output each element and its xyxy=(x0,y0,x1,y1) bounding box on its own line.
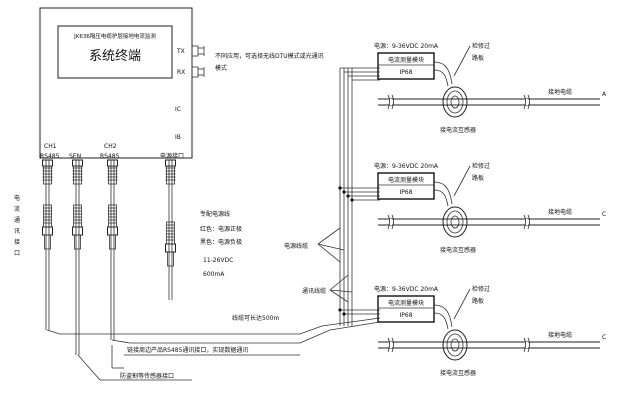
module-name: 电流测量模块 xyxy=(388,176,424,184)
module-power-spec: 电源：9-36VDC 20mA xyxy=(374,162,439,170)
svg-text:专配电源线: 专配电源线 xyxy=(200,210,230,218)
port-gland xyxy=(42,159,53,250)
ct-label: 接电流互感器 xyxy=(440,369,476,377)
module-ip-rating: IP68 xyxy=(399,69,412,76)
current-transformer-icon xyxy=(442,206,468,238)
ic-label: IC xyxy=(175,106,181,113)
dtu-note-line1: 不同应用，可选择无线DTU模式或光通讯 xyxy=(215,52,324,60)
wiring xyxy=(45,67,381,381)
current-transformer-icon xyxy=(442,86,468,118)
port-sen-label: SEN xyxy=(69,153,81,160)
module-ct-wire xyxy=(433,181,453,205)
power-cable-label: 电源线缆 xyxy=(284,242,308,250)
dtu-note-line2: 模式 xyxy=(215,64,227,72)
module-hatch-note: 路板 xyxy=(472,54,484,62)
terminal-display xyxy=(57,25,173,79)
module-name: 电流测量模块 xyxy=(388,56,424,64)
cable-glands xyxy=(42,159,176,267)
pointer-line xyxy=(453,165,471,197)
ib-label: IB xyxy=(175,134,181,141)
ground-cable-label: 接地电缆 xyxy=(548,208,572,216)
svg-text:电: 电 xyxy=(14,194,20,202)
terminal-name: 系统终端 xyxy=(89,48,141,64)
power-cable-note: 专配电源线 红色：电源正极 黑色：电源负极 11-26VDC 600mA xyxy=(200,210,242,278)
pointer-line xyxy=(453,45,471,77)
break-mark xyxy=(523,94,526,110)
comm-cable-label: 通讯线缆 xyxy=(302,287,326,295)
sensor-note: 防盗割等传感器接口 xyxy=(120,372,174,380)
svg-text:红色：电源正极: 红色：电源正极 xyxy=(200,225,242,233)
svg-text:通: 通 xyxy=(14,216,20,224)
ground-cable-label: 接地电缆 xyxy=(548,331,572,339)
module-box xyxy=(377,295,435,323)
left-interface-label: 电 流 通 讯 接 口 xyxy=(14,194,20,257)
terminal-box xyxy=(39,7,193,159)
tx-connector xyxy=(191,45,205,57)
module-hatch-note: 检修过 xyxy=(472,162,490,170)
module-ct-wire xyxy=(433,304,453,328)
svg-text:口: 口 xyxy=(14,250,20,257)
port-ch2-label: CH2 xyxy=(104,143,117,150)
rx-connector xyxy=(191,66,205,78)
svg-text:600mA: 600mA xyxy=(203,271,225,278)
module-ct-wire xyxy=(433,189,449,207)
break-mark xyxy=(523,214,526,230)
pointer-line xyxy=(453,288,471,320)
module-hatch-note: 检修过 xyxy=(472,285,490,293)
port-ch2-type: RS485 xyxy=(100,153,120,160)
port-ch1-type: RS485 xyxy=(40,153,60,160)
rx-label: RX xyxy=(177,69,185,76)
module-box xyxy=(377,172,435,200)
svg-text:接: 接 xyxy=(14,238,20,246)
svg-text:流: 流 xyxy=(14,205,20,213)
module-box xyxy=(377,52,435,80)
port-ch1-label: CH1 xyxy=(44,143,57,150)
module-power-spec: 电源：9-36VDC 20mA xyxy=(374,42,439,50)
phase-label: C xyxy=(602,211,606,218)
ct-label: 接电流互感器 xyxy=(440,246,476,254)
port-power-label: 电源接口 xyxy=(160,152,184,160)
break-mark xyxy=(387,214,390,230)
module-name: 电流测量模块 xyxy=(388,299,424,307)
module-ct-wire xyxy=(433,61,453,85)
break-mark xyxy=(387,94,390,110)
phase-label: A xyxy=(602,91,607,98)
module-ct-wire xyxy=(433,312,449,330)
module-ip-rating: IP68 xyxy=(399,189,412,196)
ground-cable-label: 接地电缆 xyxy=(548,88,572,96)
svg-text:黑色：电源负极: 黑色：电源负极 xyxy=(200,238,242,246)
module-power-spec: 电源：9-36VDC 20mA xyxy=(374,285,439,293)
phase-label: C xyxy=(602,334,606,341)
rs485-note: 链接周边产品RS485通讯接口，实现数据通讯 xyxy=(127,346,248,354)
svg-text:11-26VDC: 11-26VDC xyxy=(203,257,233,264)
port-gland xyxy=(107,159,118,250)
module-hatch-note: 路板 xyxy=(472,297,484,305)
svg-text:讯: 讯 xyxy=(14,227,20,235)
module-ct-wire xyxy=(433,69,449,87)
ct-label: 接电流互感器 xyxy=(440,126,476,134)
cable-length-label: 线缆可长达500m xyxy=(232,314,279,322)
tx-label: TX xyxy=(176,48,185,55)
module-ip-rating: IP68 xyxy=(399,312,412,319)
port-gland xyxy=(165,159,176,267)
terminal-title: JK636隔压电缆护层接地电流监测 xyxy=(73,32,156,40)
port-gland xyxy=(72,159,83,250)
module-hatch-note: 路板 xyxy=(472,174,484,182)
module-hatch-note: 检修过 xyxy=(472,42,490,50)
current-transformer-icon xyxy=(442,329,468,361)
break-mark xyxy=(523,337,526,353)
break-mark xyxy=(387,337,390,353)
